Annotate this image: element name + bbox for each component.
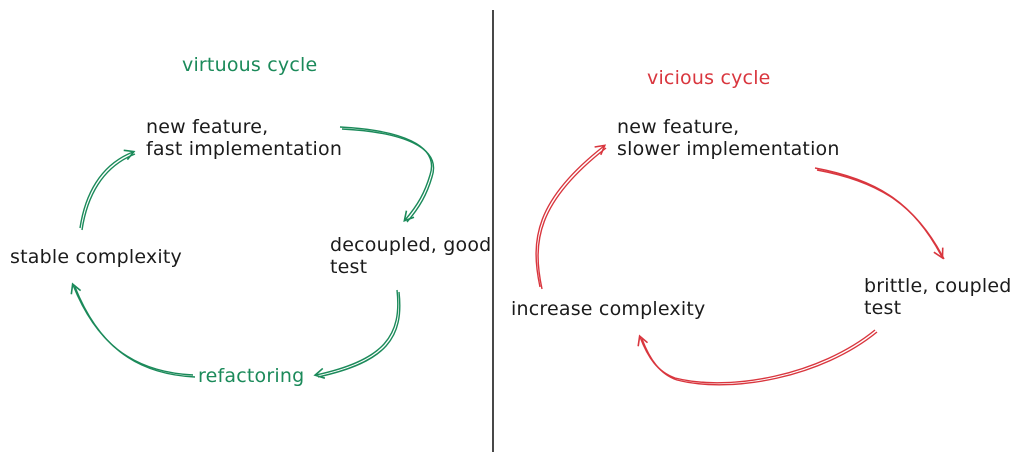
vicious-arrows [535, 144, 945, 386]
virtuous-node-new-feature-line2: fast implementation [146, 138, 343, 160]
vicious-node-brittle-test: brittle, coupled test [864, 275, 1012, 319]
virtuous-node-decoupled-line1: decoupled, good [330, 234, 492, 256]
virtuous-node-new-feature: new feature, fast implementation [146, 116, 342, 160]
virtuous-node-new-feature-line1: new feature, [146, 116, 269, 138]
virtuous-node-refactoring: refactoring [198, 365, 305, 387]
vicious-node-new-feature-line2: slower implementation [617, 138, 840, 160]
vicious-node-increase-complexity: increase complexity [511, 298, 706, 320]
arrow-bottom-to-left [70, 282, 194, 376]
vicious-node-new-feature: new feature, slower implementation [617, 116, 840, 160]
virtuous-node-stable-complexity: stable complexity [10, 246, 182, 268]
virtuous-cycle-title: virtuous cycle [182, 54, 318, 76]
arrow-left-to-top [79, 149, 136, 229]
virtuous-node-decoupled-test: decoupled, good test [330, 234, 491, 278]
vicious-node-new-feature-line1: new feature, [617, 116, 740, 138]
arrow-right-to-bottom [313, 289, 399, 379]
arrow-top-to-right-vicious [814, 167, 944, 260]
virtuous-node-decoupled-line2: test [330, 256, 368, 278]
virtuous-arrows [70, 126, 435, 379]
arrow-left-to-top-vicious [535, 144, 607, 288]
vicious-cycle-title: vicious cycle [647, 67, 771, 89]
vicious-node-brittle-line2: test [864, 297, 902, 319]
arrow-top-to-right [339, 126, 433, 223]
vicious-node-brittle-line1: brittle, coupled [864, 275, 1012, 297]
